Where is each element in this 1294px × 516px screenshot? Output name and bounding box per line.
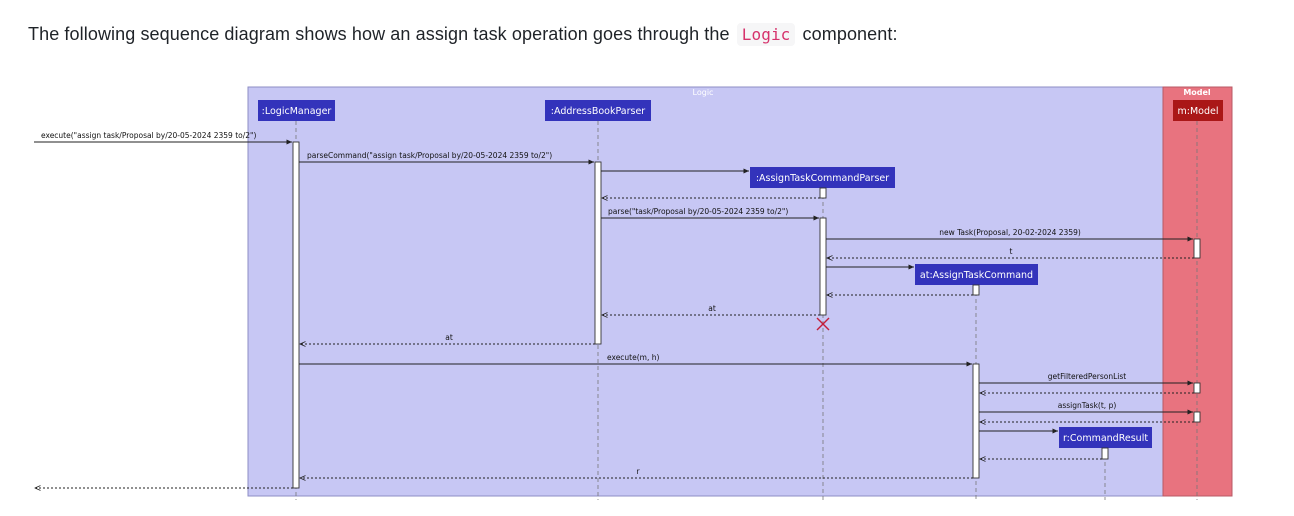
model-box-label: Model — [1183, 88, 1211, 97]
logic-box-label: Logic — [693, 88, 714, 97]
label-new-task: new Task(Proposal, 20-02-2024 2359) — [939, 228, 1081, 237]
participant-model — [1173, 100, 1223, 121]
activation-command-result — [1101, 447, 1109, 460]
label-at-2: at — [445, 333, 453, 342]
label-at-1: at — [708, 304, 716, 313]
participant-assign-task-command-parser — [750, 167, 895, 188]
intro-text: The following sequence diagram shows how… — [28, 22, 898, 47]
activation-parser-parse — [819, 217, 827, 316]
label-execute-m-h: execute(m, h) — [607, 353, 659, 362]
label-parse: parse("task/Proposal by/20-05-2024 2359 … — [608, 207, 788, 216]
participant-command-result — [1059, 427, 1152, 448]
activation-address-book-parser — [594, 161, 602, 345]
participant-logic-manager-label: :LogicManager — [262, 106, 332, 117]
label-t: t — [1010, 247, 1013, 256]
label-assign-task: assignTask(t, p) — [1058, 401, 1117, 410]
participant-logic-manager — [258, 100, 335, 121]
participant-model-label: m:Model — [1178, 106, 1219, 117]
participant-command-result-label: r:CommandResult — [1063, 433, 1148, 444]
label-get-filtered: getFilteredPersonList — [1048, 372, 1126, 381]
intro-before: The following sequence diagram shows how… — [28, 24, 730, 44]
label-execute-call: execute("assign task/Proposal by/20-05-2… — [41, 131, 256, 140]
activation-command-constructor — [972, 284, 980, 296]
activation-model-get-filtered — [1193, 382, 1201, 394]
intro-after: component: — [802, 24, 898, 44]
participant-address-book-parser — [545, 100, 651, 121]
activation-parser-constructor — [819, 187, 827, 199]
participant-assign-task-command-label: at:AssignTaskCommand — [920, 270, 1033, 281]
logic-code: Logic — [736, 23, 796, 46]
activation-model-new-task — [1193, 238, 1201, 259]
activation-command-execute — [972, 363, 980, 479]
label-parse-command: parseCommand("assign task/Proposal by/20… — [307, 151, 552, 160]
participant-address-book-parser-label: :AddressBookParser — [551, 106, 646, 117]
activation-logic-manager — [292, 141, 300, 489]
logic-box — [247, 86, 1164, 497]
participant-assign-task-command — [915, 264, 1038, 285]
activation-model-assign-task — [1193, 411, 1201, 423]
label-r: r — [636, 467, 640, 476]
model-box — [1162, 86, 1233, 497]
participant-assign-task-command-parser-label: :AssignTaskCommandParser — [756, 173, 889, 184]
destroy-x-icon — [816, 317, 830, 331]
